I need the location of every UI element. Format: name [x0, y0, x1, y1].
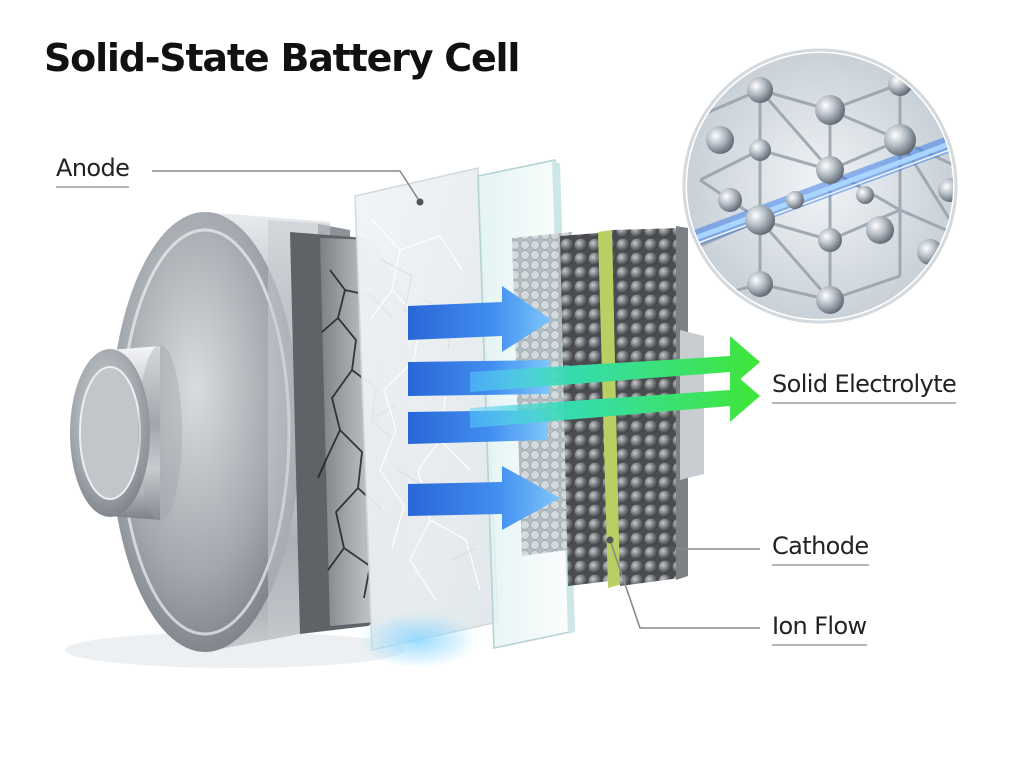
leader-line-ion-flow: [609, 539, 760, 629]
electron-arrow: [470, 370, 760, 428]
label-cathode: Cathode: [772, 532, 869, 566]
electron-flow-arrows: [470, 336, 760, 428]
leader-lines: [152, 170, 760, 629]
label-ion-flow: Ion Flow: [772, 612, 867, 646]
label-solid-electrolyte: Solid Electrolyte: [772, 370, 957, 404]
lattice-magnifier-inset: [682, 48, 958, 324]
leader-line-anode: [152, 170, 421, 203]
diagram-title: Solid-State Battery Cell: [44, 36, 520, 80]
ion-arrow: [408, 286, 552, 352]
ion-arrow: [408, 466, 560, 530]
label-anode: Anode: [56, 154, 130, 188]
electron-arrow: [470, 336, 760, 392]
